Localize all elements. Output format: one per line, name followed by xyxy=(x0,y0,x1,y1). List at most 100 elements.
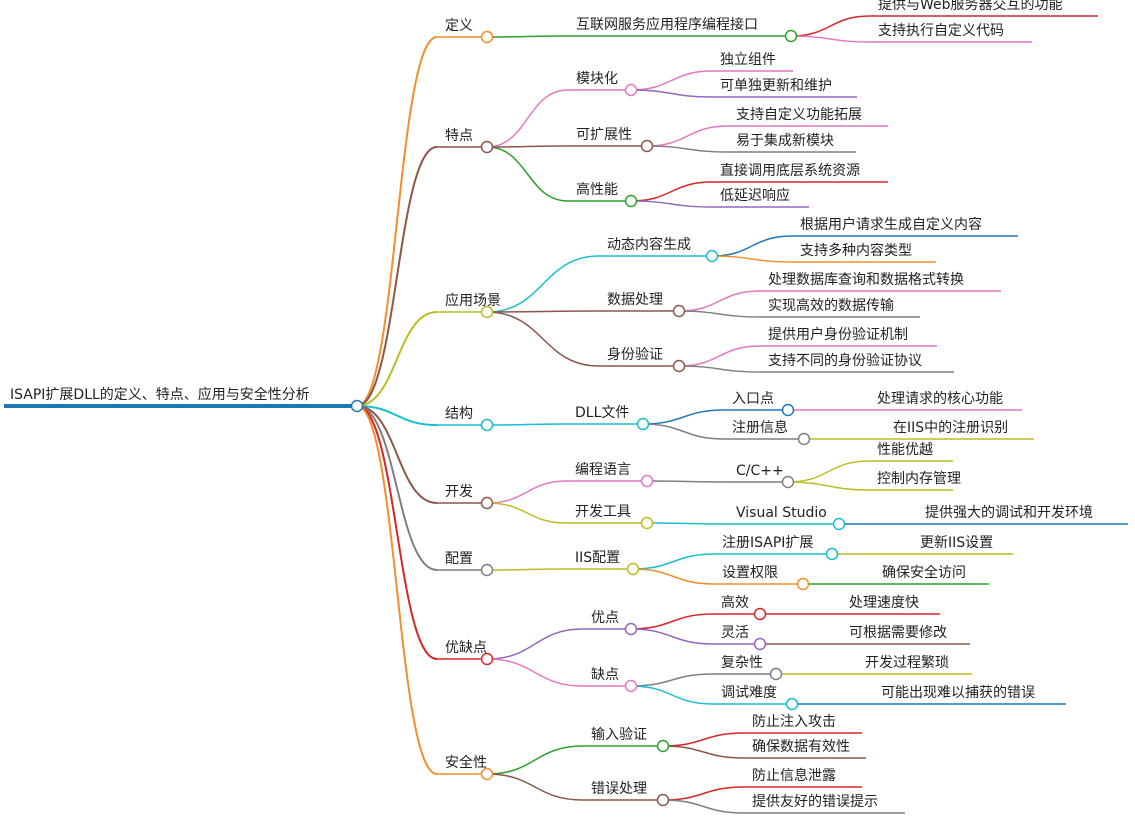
sub-node-1-1[interactable] xyxy=(640,139,654,153)
detail-label-6-0-1-0: 可根据需要修改 xyxy=(849,625,947,641)
detail-label-4-1-0-0: 提供强大的调试和开发环境 xyxy=(925,505,1093,521)
branch-connector-6 xyxy=(356,405,438,660)
leaf-label-7-1-0: 防止信息泄露 xyxy=(752,768,836,784)
sub-node-1-0[interactable] xyxy=(624,83,638,97)
sub-node-7-0[interactable] xyxy=(656,739,670,753)
leaf-label-4-0-0: C/C++ xyxy=(736,463,784,479)
leaf-connector-7-1-0 xyxy=(662,786,745,801)
branch-label-1: 特点 xyxy=(445,128,473,144)
branch-connector-3 xyxy=(356,405,438,426)
branch-label-3: 结构 xyxy=(445,406,473,422)
leaf-label-1-2-1: 低延迟响应 xyxy=(720,188,790,204)
leaf-connector-2-1-1 xyxy=(678,310,761,318)
sub-node-2-1[interactable] xyxy=(672,304,686,318)
sub-connector-0-0 xyxy=(486,35,569,38)
sub-label-6-0: 优点 xyxy=(591,610,619,626)
leaf-connector-1-2-0 xyxy=(630,181,713,202)
branch-connector-0 xyxy=(356,36,438,407)
leaf-node-4-1-0[interactable] xyxy=(832,517,846,531)
leaf-label-5-0-1: 设置权限 xyxy=(722,565,778,581)
sub-label-2-0: 动态内容生成 xyxy=(607,237,691,253)
leaf-connector-2-1-0 xyxy=(678,290,761,312)
leaf-connector-1-1-1 xyxy=(646,145,729,153)
leaf-node-6-1-0[interactable] xyxy=(769,667,783,681)
branch-node-7[interactable] xyxy=(480,767,494,781)
sub-node-3-0[interactable] xyxy=(636,417,650,431)
leaf-node-6-0-0[interactable] xyxy=(753,607,767,621)
branch-node-2[interactable] xyxy=(480,305,494,319)
sub-connector-1-2 xyxy=(486,146,569,202)
branch-node-1[interactable] xyxy=(480,140,494,154)
leaf-node-5-0-0[interactable] xyxy=(825,547,839,561)
leaf-label-7-1-1: 提供友好的错误提示 xyxy=(752,794,878,810)
root-node[interactable] xyxy=(350,399,364,413)
branch-label-6: 优缺点 xyxy=(445,640,487,656)
leaf-label-0-0-1: 支持执行自定义代码 xyxy=(878,23,1004,39)
sub-label-1-0: 模块化 xyxy=(576,71,618,87)
branch-connector-7 xyxy=(356,405,438,775)
leaf-connector-7-0-1 xyxy=(662,745,745,759)
sub-node-2-0[interactable] xyxy=(705,249,719,263)
sub-connector-4-0 xyxy=(486,480,568,504)
sub-connector-2-1 xyxy=(486,310,600,313)
leaf-node-4-0-0[interactable] xyxy=(781,475,795,489)
sub-node-5-0[interactable] xyxy=(626,562,640,576)
sub-node-6-0[interactable] xyxy=(624,622,638,636)
branch-label-7: 安全性 xyxy=(445,755,487,771)
sub-connector-1-0 xyxy=(486,89,569,148)
leaf-label-1-1-0: 支持自定义功能拓展 xyxy=(736,107,862,123)
detail-connector-4-0-0-0 xyxy=(787,460,870,483)
leaf-connector-6-0-1 xyxy=(630,628,714,645)
sub-label-4-1: 开发工具 xyxy=(575,504,631,520)
branch-node-4[interactable] xyxy=(480,496,494,510)
leaf-connector-0-0-0 xyxy=(790,15,871,37)
sub-label-6-1: 缺点 xyxy=(591,667,619,683)
sub-connector-6-1 xyxy=(486,658,584,687)
sub-node-0-0[interactable] xyxy=(784,29,798,43)
branch-connector-1 xyxy=(356,146,438,407)
sub-label-7-1: 错误处理 xyxy=(591,781,647,797)
leaf-connector-4-1-0 xyxy=(646,522,729,525)
leaf-label-2-1-0: 处理数据库查询和数据格式转换 xyxy=(768,272,964,288)
sub-node-1-2[interactable] xyxy=(624,194,638,208)
leaf-connector-1-0-1 xyxy=(630,89,713,98)
branch-connector-2 xyxy=(356,311,438,407)
leaf-connector-5-0-1 xyxy=(632,568,715,585)
sub-connector-2-2 xyxy=(486,311,600,367)
leaf-connector-2-0-0 xyxy=(711,235,793,257)
sub-node-4-0[interactable] xyxy=(640,474,654,488)
sub-label-3-0: DLL文件 xyxy=(575,405,630,421)
leaf-node-3-0-1[interactable] xyxy=(797,432,811,446)
branch-node-5[interactable] xyxy=(480,563,494,577)
leaf-label-2-2-0: 提供用户身份验证机制 xyxy=(768,327,908,343)
branch-node-3[interactable] xyxy=(480,418,494,432)
detail-label-3-0-1-0: 在IIS中的注册识别 xyxy=(893,420,1009,436)
leaf-node-3-0-0[interactable] xyxy=(781,403,795,417)
leaf-node-6-0-1[interactable] xyxy=(753,637,767,651)
leaf-connector-0-0-1 xyxy=(790,35,871,43)
leaf-label-1-0-1: 可单独更新和维护 xyxy=(720,78,832,94)
sub-node-7-1[interactable] xyxy=(656,793,670,807)
leaf-node-5-0-1[interactable] xyxy=(796,577,810,591)
branch-label-5: 配置 xyxy=(445,551,473,567)
sub-node-4-1[interactable] xyxy=(640,516,654,530)
sub-connector-4-1 xyxy=(486,502,568,524)
leaf-label-2-2-1: 支持不同的身份验证协议 xyxy=(768,353,922,369)
detail-label-5-0-1-0: 确保安全访问 xyxy=(882,565,966,581)
sub-node-6-1[interactable] xyxy=(624,679,638,693)
sub-label-2-1: 数据处理 xyxy=(607,292,663,308)
leaf-connector-3-0-1 xyxy=(642,423,725,440)
detail-label-6-1-1-0: 可能出现难以捕获的错误 xyxy=(881,685,1035,701)
leaf-node-6-1-1[interactable] xyxy=(785,697,799,711)
sub-connector-2-0 xyxy=(486,255,600,313)
sub-node-2-2[interactable] xyxy=(672,359,686,373)
detail-label-4-0-0-1: 控制内存管理 xyxy=(877,471,961,487)
leaf-label-0-0-0: 提供与Web服务器交互的功能 xyxy=(878,0,1063,13)
branch-node-6[interactable] xyxy=(480,652,494,666)
leaf-connector-7-0-0 xyxy=(662,732,745,747)
branch-node-0[interactable] xyxy=(480,30,494,44)
sub-connector-7-1 xyxy=(486,773,584,801)
leaf-connector-2-2-1 xyxy=(678,365,761,373)
leaf-label-3-0-1: 注册信息 xyxy=(732,420,788,436)
